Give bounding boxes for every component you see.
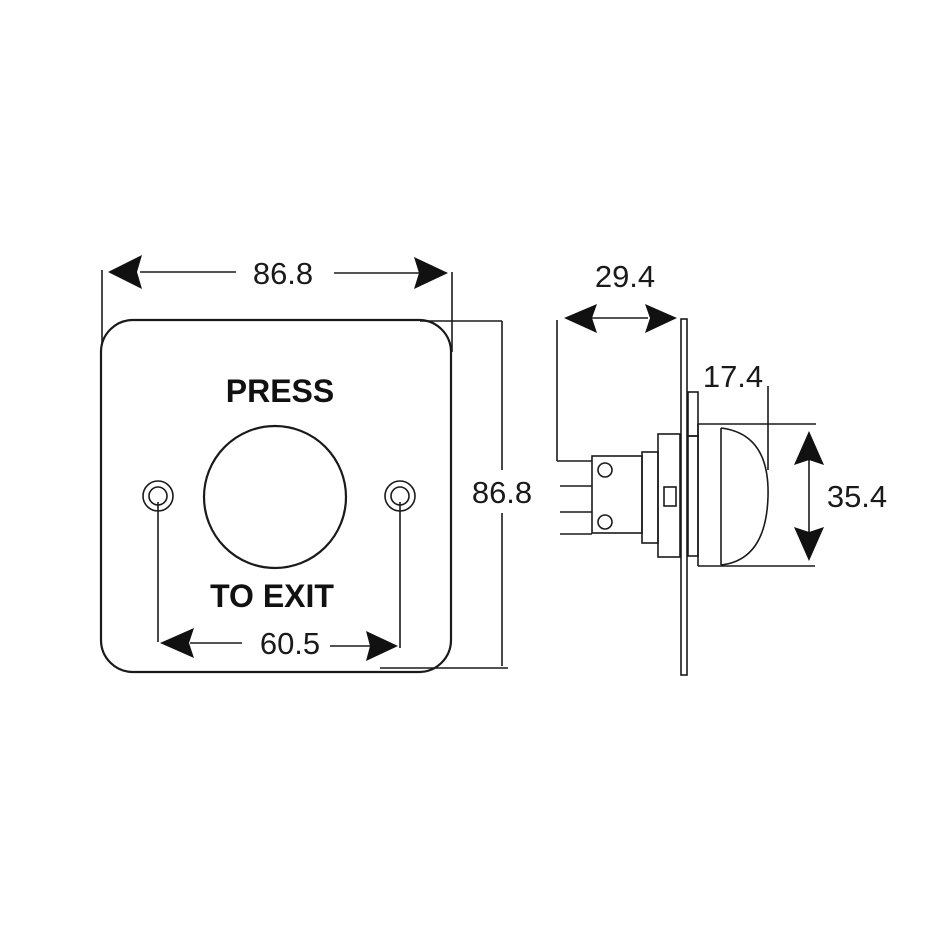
arrow-left-icon (564, 304, 597, 333)
rear-nut (657, 433, 681, 558)
arrow-down-icon (794, 527, 824, 561)
arrow-up-icon (794, 431, 824, 465)
terminal-hole-bottom (597, 514, 613, 530)
depth-dimension-label: 29.4 (595, 259, 655, 294)
arrow-right-icon (645, 304, 677, 333)
press-label: PRESS (226, 373, 334, 409)
spacing-dimension-label: 60.5 (260, 626, 320, 661)
faceplate-outline (99, 318, 453, 674)
button-circle (202, 424, 348, 570)
projection-dimension-label: 17.4 (703, 359, 763, 394)
arrow-left-icon (160, 628, 194, 658)
diameter-dimension-label: 35.4 (827, 479, 887, 514)
dome-curve (720, 427, 769, 566)
terminal-hole-top (597, 462, 613, 478)
width-dimension-label: 86.8 (253, 256, 313, 291)
front-view: 86.8 86.8 PRESS TO EXIT 60.5 (99, 255, 532, 674)
side-view: 29.4 17.4 35.4 (556, 259, 887, 676)
front-bezel-upper (687, 391, 699, 437)
arrow-left-icon (108, 255, 142, 289)
arrow-right-icon (414, 257, 448, 289)
height-dimension-label: 86.8 (472, 475, 532, 510)
to-exit-label: TO EXIT (210, 578, 334, 614)
center-slot (663, 486, 677, 507)
arrow-right-icon (366, 631, 398, 661)
rear-terminal-block (591, 455, 643, 534)
side-plate (680, 318, 688, 676)
front-bezel (687, 435, 699, 557)
rear-collar (641, 451, 659, 544)
